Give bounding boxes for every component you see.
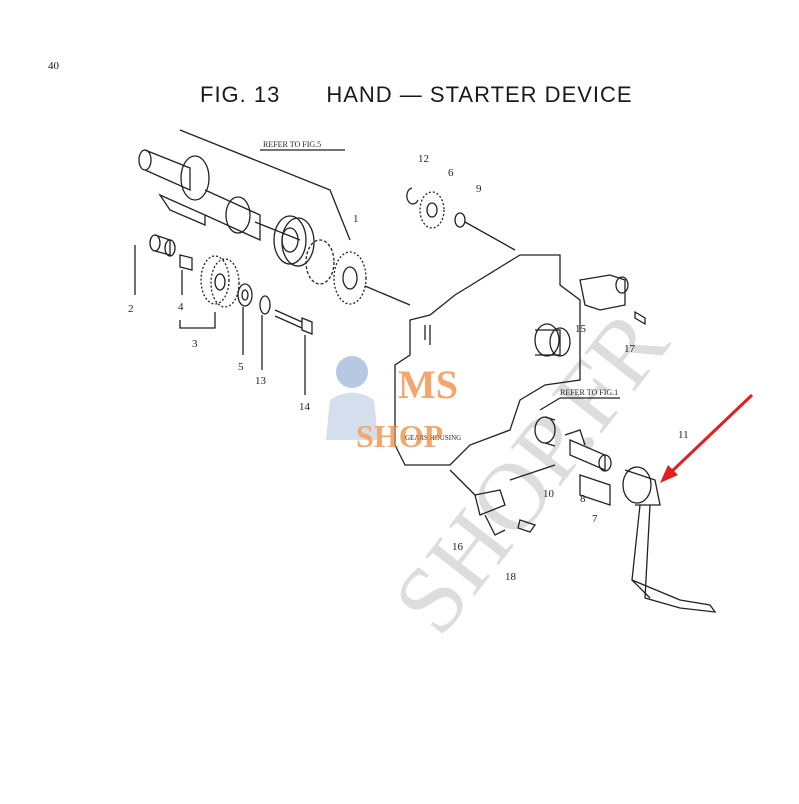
gear-axis-line	[464, 221, 516, 251]
watermark-text: SHOP.FR	[372, 291, 688, 653]
part-14-bolt	[274, 309, 313, 335]
part-label-1: 1	[353, 213, 359, 225]
part-label-14: 14	[299, 401, 311, 413]
part-4-sleeve	[179, 254, 193, 271]
part-16-lever	[474, 489, 506, 536]
part-13-circlip	[259, 295, 271, 315]
crankshaft	[138, 149, 301, 242]
part-8-shaft	[564, 429, 612, 472]
part-label-10: 10	[543, 488, 555, 500]
part-6-gear	[419, 191, 445, 229]
part-label-11: 11	[678, 429, 689, 441]
part-label-16: 16	[452, 541, 464, 553]
part-label-18: 18	[505, 571, 517, 583]
bracket-3	[179, 312, 216, 329]
part-label-9: 9	[476, 183, 482, 195]
logo-text-shop: SHOP	[356, 418, 443, 454]
watermark-diagonal: SHOP.FR	[372, 291, 688, 653]
part-3-gear	[200, 255, 240, 308]
figure-title: FIG. 13 HAND — STARTER DEVICE	[200, 82, 633, 108]
part-label-4: 4	[178, 301, 184, 313]
figure-name: HAND — STARTER DEVICE	[326, 82, 633, 107]
part-label-6: 6	[448, 167, 454, 179]
housing-leaders	[449, 464, 556, 496]
mascot-head	[336, 356, 368, 388]
logo-text-ms: MS	[398, 362, 458, 407]
gears-housing	[394, 254, 581, 466]
part-7-plate	[579, 474, 611, 506]
part-label-17: 17	[624, 343, 636, 355]
refer-fig5-label: REFER TO FIG.5	[263, 140, 321, 149]
part-12-clip	[406, 187, 419, 205]
part-10-bushing	[534, 416, 556, 447]
part-label-8: 8	[580, 493, 586, 505]
part-labels: 1 2 3 4 5 6 7 8 9 10 11 12 13 14 15 16 1…	[128, 153, 689, 583]
part-5-washer	[237, 283, 253, 307]
refer-fig1-label: REFER TO FIG.1	[560, 388, 618, 397]
part-17-screw	[634, 310, 646, 326]
refer-fig1-underline	[539, 397, 620, 411]
page-number: 40	[48, 60, 59, 72]
part-label-3: 3	[192, 338, 198, 350]
part-label-12: 12	[418, 153, 429, 165]
part-label-15: 15	[575, 323, 587, 335]
part-label-5: 5	[238, 361, 244, 373]
gear-1	[305, 239, 411, 306]
line-art	[134, 129, 717, 613]
part-label-13: 13	[255, 375, 267, 387]
mascot-body	[326, 392, 378, 440]
part-15-bracket	[579, 274, 629, 311]
figure-label: FIG. 13	[200, 82, 281, 107]
bearing	[273, 215, 315, 267]
part-9-washer	[454, 212, 466, 228]
part-18-pin	[517, 519, 537, 533]
gears-housing-label: GEARS HOUSING	[405, 434, 461, 442]
part-11-crank-handle	[622, 466, 717, 613]
refer-fig5-leader	[179, 129, 351, 241]
highlight-arrow	[660, 393, 754, 483]
part-label-7: 7	[592, 513, 598, 525]
part-2-bushing	[149, 234, 176, 257]
part-label-2: 2	[128, 303, 134, 315]
ms-shop-logo: MS SHOP	[326, 356, 458, 454]
reference-labels: REFER TO FIG.5 REFER TO FIG.1 GEARS HOUS…	[263, 140, 618, 442]
